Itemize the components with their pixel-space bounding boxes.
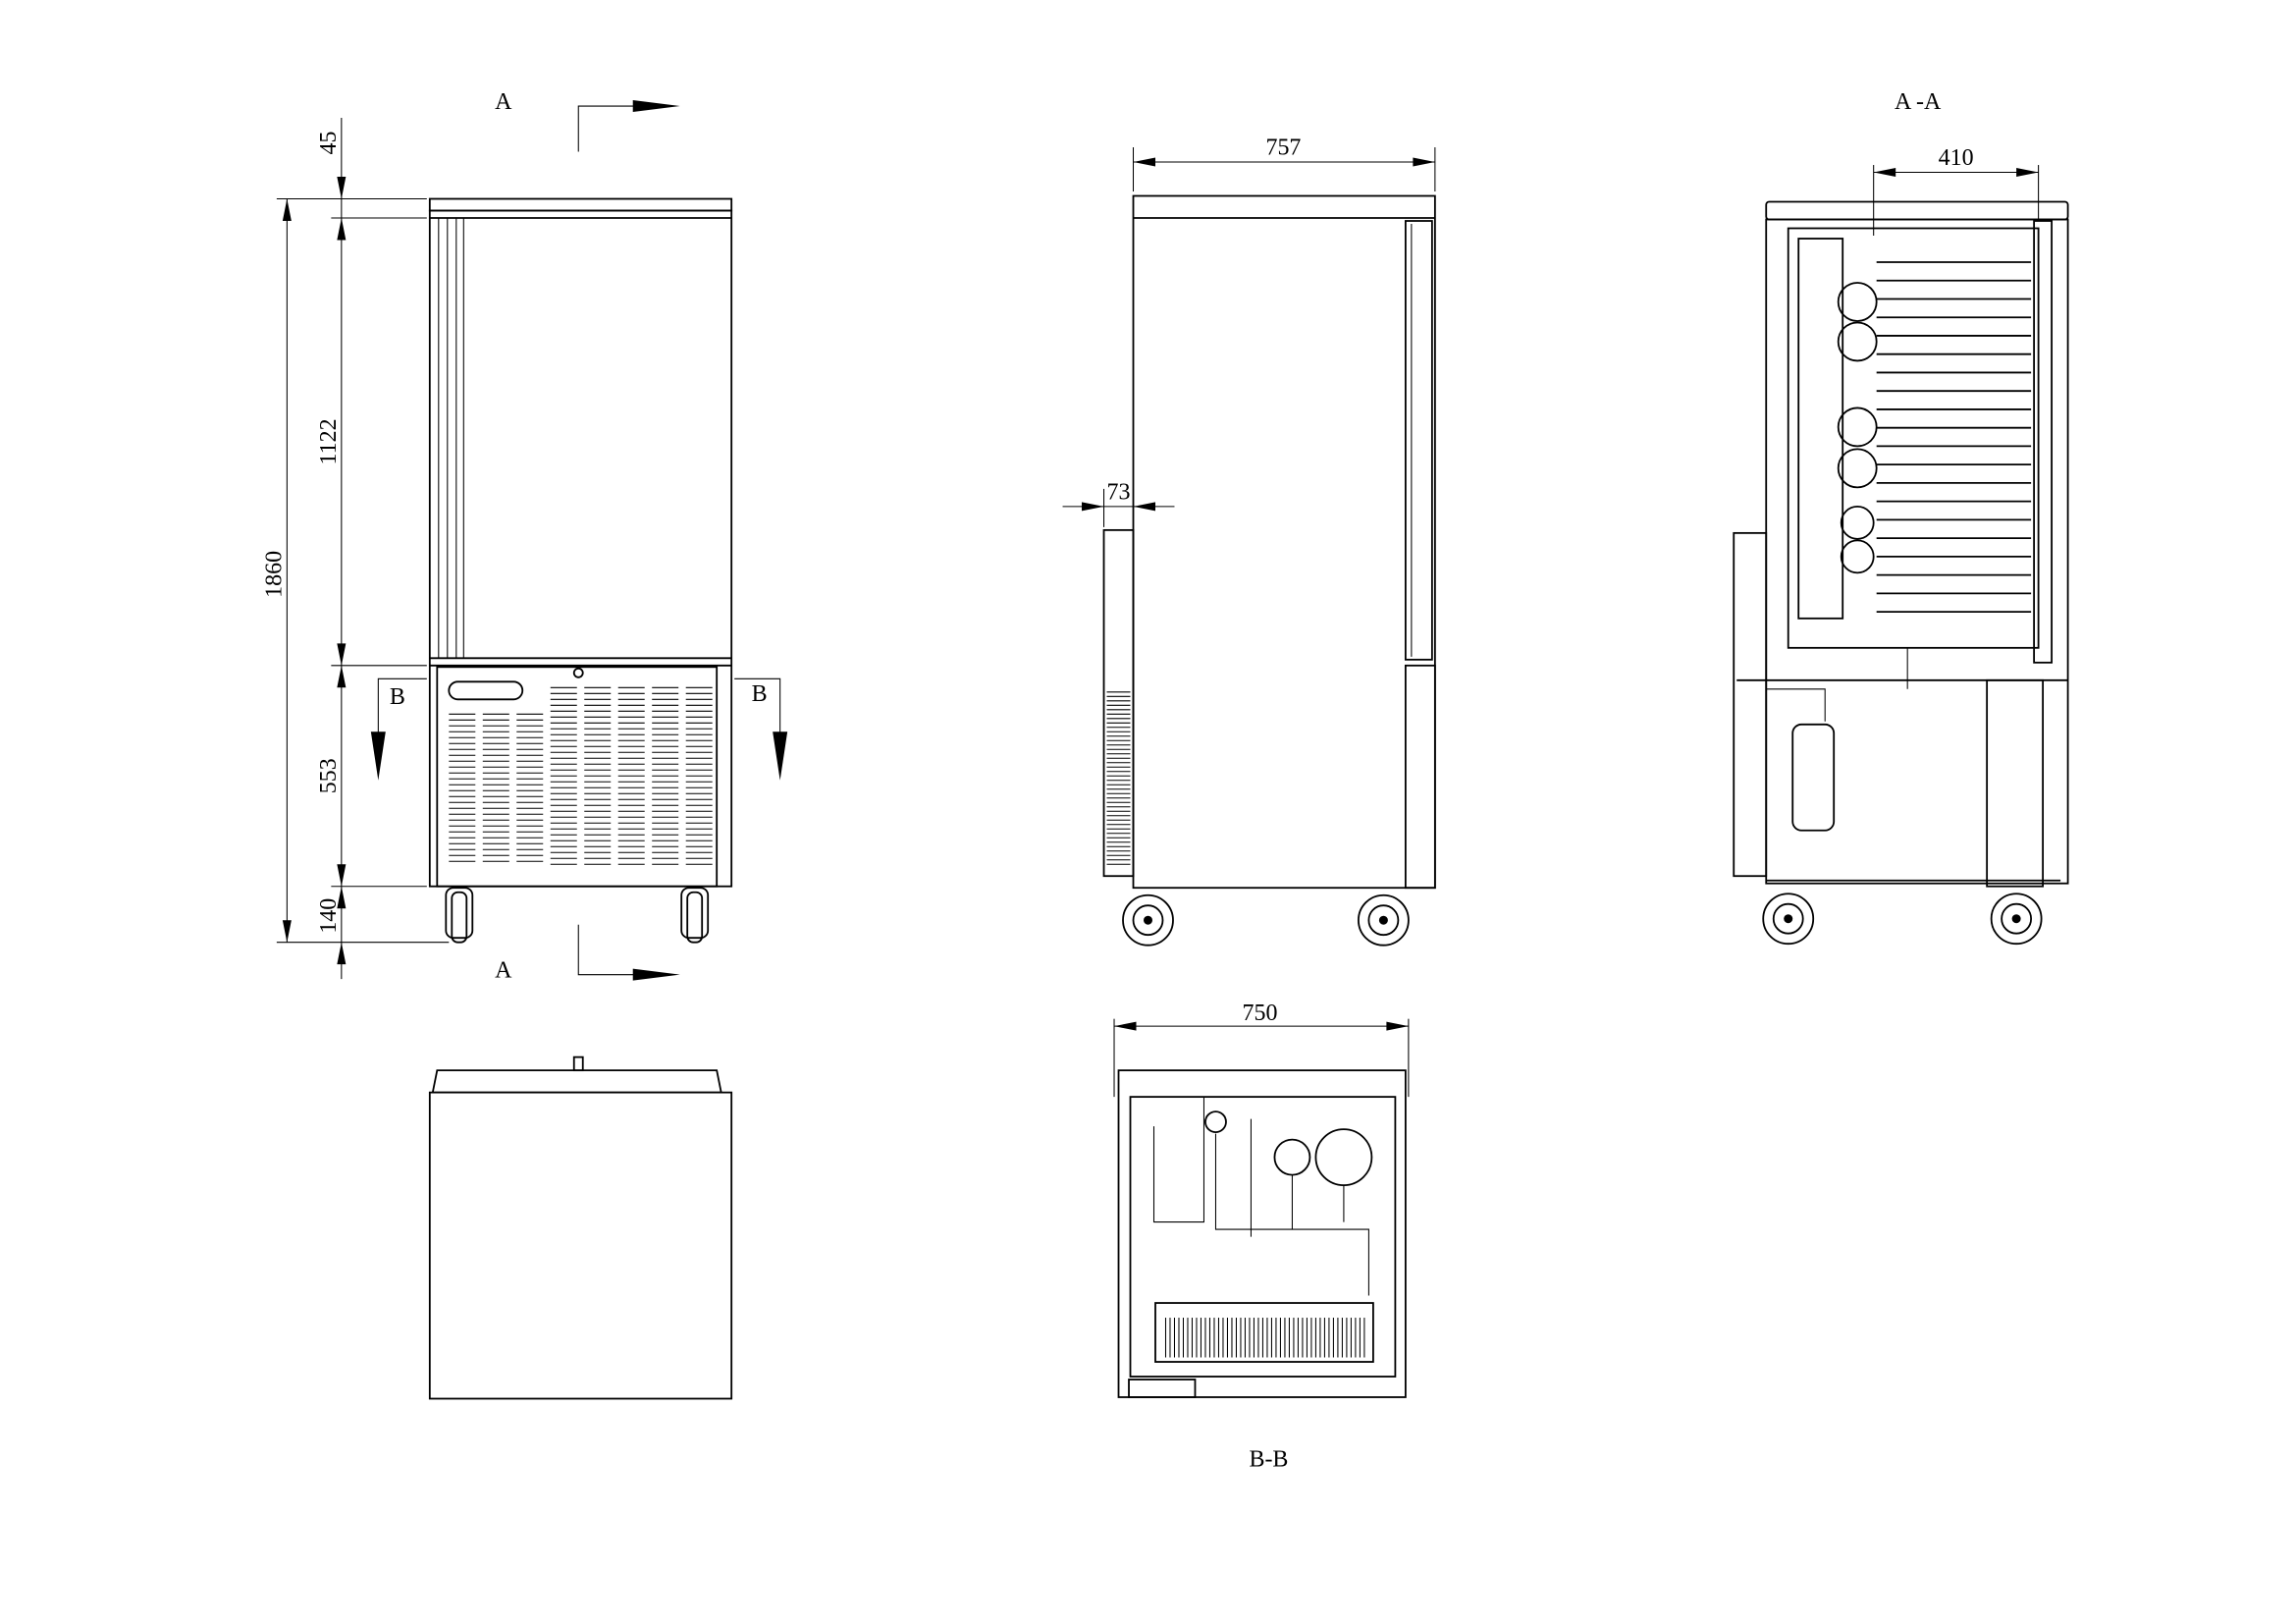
vent-grille	[449, 686, 713, 865]
evaporator-fans	[1837, 282, 1878, 574]
dim-140: 140	[316, 898, 342, 934]
section-a-label-bottom: A	[495, 958, 512, 984]
dim-757: 757	[1265, 135, 1301, 161]
tray-racks	[1876, 261, 2032, 613]
caster-left	[1122, 893, 1174, 947]
dim-1860: 1860	[261, 551, 287, 598]
section-b-label-left: B	[390, 684, 405, 710]
caster-left	[445, 887, 474, 944]
front-view: 45 1122 1860 553 140 A A B B	[261, 89, 788, 984]
section-a-label-top: A	[495, 89, 512, 115]
side-view: 757 73	[1062, 135, 1436, 947]
section-aa-view: A -A 410	[1733, 89, 2069, 946]
condenser-grille	[1106, 691, 1131, 865]
section-b-label-right: B	[752, 681, 768, 707]
section-bb-view: 750 B-B	[1113, 1001, 1410, 1472]
section-bb-title: B-B	[1249, 1446, 1288, 1472]
dim-45: 45	[316, 132, 342, 155]
dim-1122: 1122	[316, 418, 342, 464]
dim-750: 750	[1242, 1001, 1277, 1026]
caster-left	[1762, 893, 1815, 946]
dim-410: 410	[1939, 145, 1974, 171]
caster-right	[680, 887, 710, 944]
caster-right	[1990, 893, 2043, 946]
condenser-coil	[1164, 1318, 1365, 1358]
top-view	[428, 1056, 733, 1400]
dim-73: 73	[1107, 479, 1131, 505]
dim-553: 553	[316, 758, 342, 793]
section-aa-title: A -A	[1895, 89, 1942, 115]
caster-right	[1358, 893, 1410, 947]
